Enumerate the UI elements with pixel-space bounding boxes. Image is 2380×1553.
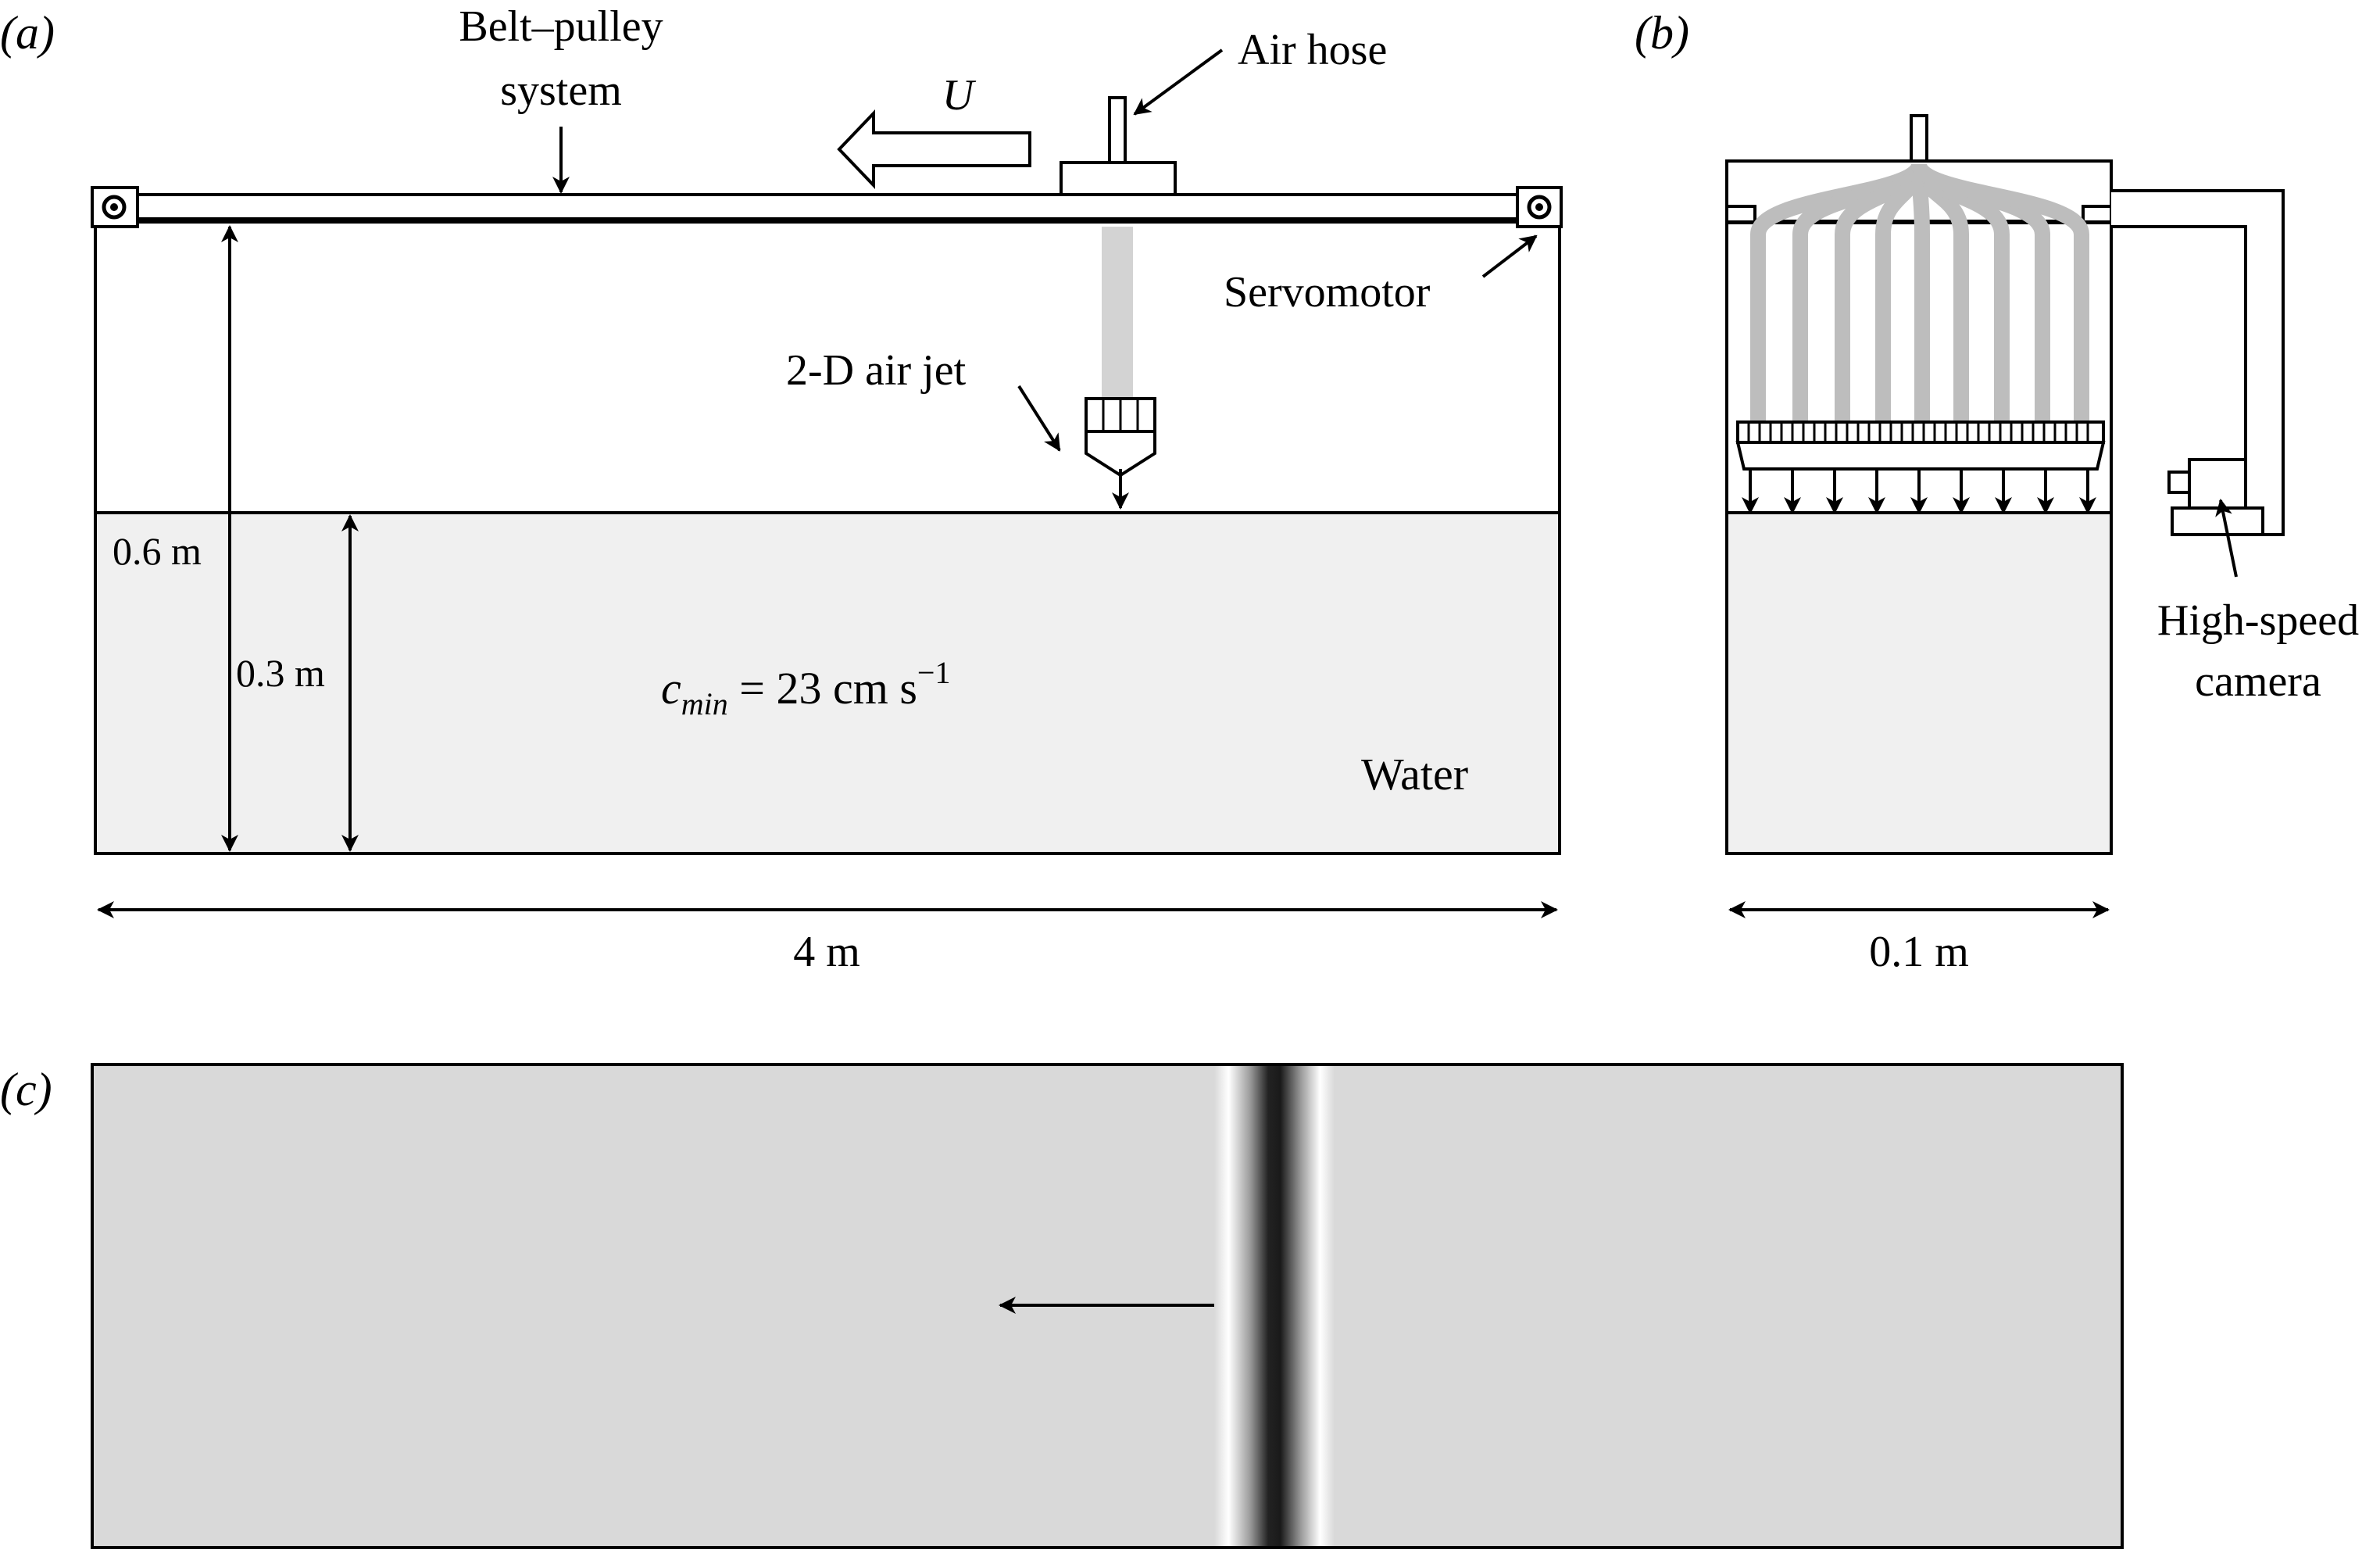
tank-height-label-bg — [109, 528, 219, 575]
camera-label-line2: camera — [2195, 657, 2321, 706]
servomotor-label: Servomotor — [1224, 268, 1431, 317]
wave-band — [1214, 1066, 1335, 1546]
air-jet-nozzle — [1085, 397, 1156, 510]
belt-pulley-label-line2: system — [500, 66, 622, 115]
cross-section-water — [1727, 513, 2111, 853]
cross-section-hose-fitting — [1910, 114, 1928, 163]
left-rail-block — [1725, 205, 1756, 224]
air-hose-fitting — [1108, 96, 1127, 164]
servomotor-pulley — [1516, 186, 1563, 228]
jet-manifold — [1735, 420, 2106, 471]
panel-c: (c) — [0, 1063, 2124, 1549]
air-jet-label: 2-D air jet — [786, 346, 967, 395]
servomotor-pointer-arrow — [1481, 234, 1538, 278]
camera-label-line1: High-speed — [2157, 596, 2359, 645]
water-label: Water — [1361, 749, 1468, 800]
panel-a-label: (a) — [0, 7, 55, 59]
belt-pulley-label-line1: Belt–pulley — [459, 2, 663, 51]
panel-b-label: (b) — [1635, 7, 1689, 59]
left-pulley — [91, 186, 139, 228]
water-region — [95, 513, 1560, 853]
velocity-arrow — [837, 109, 1031, 189]
panel-a: (a) — [0, 2, 1563, 976]
air-flow-column — [1102, 227, 1133, 399]
cross-section-width-label: 0.1 m — [1869, 928, 1969, 976]
carriage — [1060, 161, 1177, 196]
tank-length-label: 4 m — [793, 928, 860, 976]
camera-pointer-arrow — [2215, 499, 2238, 578]
panel-b: (b) — [1635, 7, 2359, 976]
jet-arrows — [1742, 469, 2096, 514]
water-depth-label: 0.3 m — [236, 651, 325, 695]
air-hose-label: Air hose — [1238, 26, 1387, 74]
right-rail-block — [2082, 205, 2113, 224]
panel-c-label: (c) — [0, 1064, 52, 1115]
tank-height-label: 0.6 m — [113, 529, 202, 573]
velocity-symbol: U — [942, 71, 977, 120]
air-jet-pointer-arrow — [1017, 385, 1061, 452]
air-distribution-tubes — [1750, 162, 2089, 422]
min-wave-speed-label: cmin = 23 cm s−1 — [661, 655, 950, 721]
air-hose-pointer-arrow — [1133, 48, 1224, 116]
